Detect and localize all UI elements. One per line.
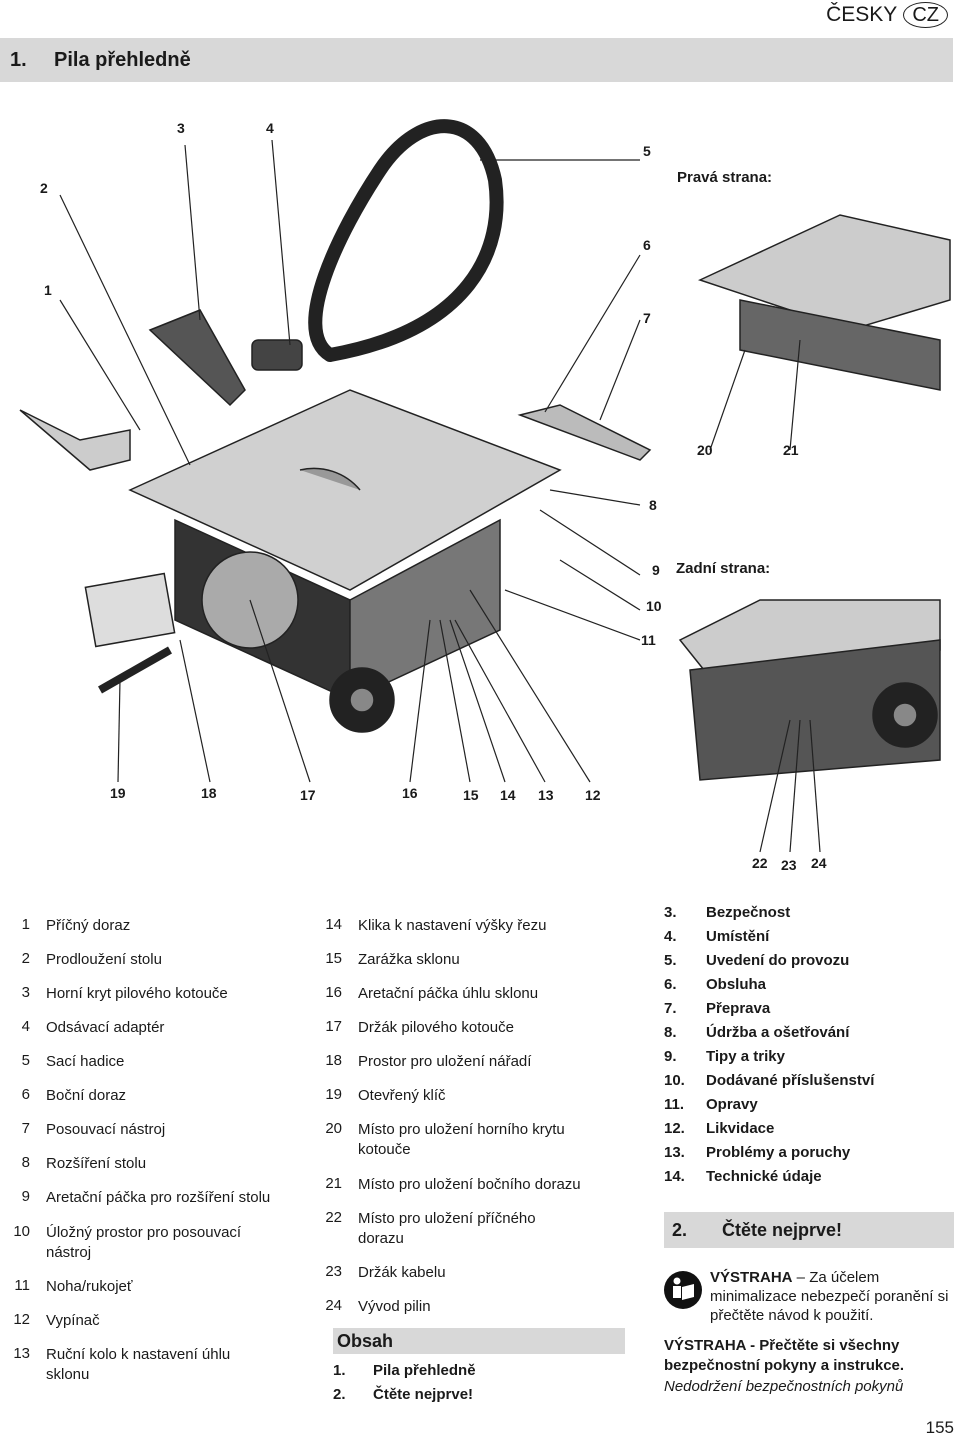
callout-24: 24 xyxy=(811,855,827,871)
language-header: ČESKY CZ xyxy=(826,2,948,28)
callout-23: 23 xyxy=(781,857,797,873)
callout-7: 7 xyxy=(643,310,651,326)
wrench-drawing xyxy=(98,646,172,694)
toc-item[interactable]: 3.Bezpečnost xyxy=(664,904,791,921)
read-first-title-bar: 2. Čtěte nejprve! xyxy=(664,1212,954,1248)
upper-guard-drawing xyxy=(148,309,246,407)
section-number: 1. xyxy=(10,48,27,71)
push-tool-drawing xyxy=(517,404,652,461)
callout-9: 9 xyxy=(652,562,660,578)
rear-view-body xyxy=(689,639,941,781)
saw-overview-figure: 1 2 3 4 5 6 7 8 9 10 11 12 13 14 15 16 1… xyxy=(0,95,960,895)
callout-1: 1 xyxy=(44,282,52,298)
callout-18: 18 xyxy=(201,785,217,801)
toc-item[interactable]: 11.Opravy xyxy=(664,1096,758,1113)
callout-19: 19 xyxy=(110,785,126,801)
toc-item[interactable]: 7.Přeprava xyxy=(664,1000,771,1017)
section-title: Pila přehledně xyxy=(54,48,191,71)
toc-item[interactable]: 13.Problémy a poruchy xyxy=(664,1144,851,1161)
toc-item[interactable]: 1.Pila přehledně xyxy=(333,1362,476,1379)
callout-12: 12 xyxy=(585,787,601,803)
section-title-bar: 1. Pila přehledně xyxy=(0,38,953,82)
right-view-table xyxy=(697,214,951,331)
callout-16: 16 xyxy=(402,785,418,801)
callout-8: 8 xyxy=(649,497,657,513)
rear-side-label: Zadní strana: xyxy=(676,560,771,577)
language-label: ČESKY xyxy=(826,3,898,26)
warning-continued-text: Nedodržení bezpečnostních pokynů xyxy=(664,1378,904,1395)
callout-5: 5 xyxy=(643,143,651,159)
callout-10: 10 xyxy=(646,598,662,614)
saw-table-drawing xyxy=(128,389,562,591)
cross-stop-drawing xyxy=(19,409,131,471)
suction-hose-drawing xyxy=(308,119,504,362)
toc-title: Obsah xyxy=(333,1328,625,1354)
read-first-number: 2. xyxy=(672,1219,688,1240)
language-code-badge: CZ xyxy=(903,2,948,28)
storage-door-drawing xyxy=(84,572,176,648)
toc-item[interactable]: 5.Uvedení do provozu xyxy=(664,952,850,969)
callout-2: 2 xyxy=(40,180,48,196)
read-first-title: Čtěte nejprve! xyxy=(722,1219,843,1240)
suction-adapter-drawing xyxy=(251,339,303,371)
callout-15: 15 xyxy=(463,787,479,803)
callout-17: 17 xyxy=(300,787,316,803)
right-view-body xyxy=(739,299,941,391)
saw-body-side-drawing xyxy=(349,518,501,702)
toc-item[interactable]: 14.Technické údaje xyxy=(664,1168,822,1185)
toc-item[interactable]: 2.Čtěte nejprve! xyxy=(333,1386,474,1403)
callout-3: 3 xyxy=(177,120,185,136)
warning-label: VÝSTRAHA xyxy=(710,1269,793,1286)
callout-20: 20 xyxy=(697,442,713,458)
saw-illustration xyxy=(19,119,951,853)
warning-text: – Za účelem minimalizace nebezpečí poran… xyxy=(710,1269,949,1324)
callout-11: 11 xyxy=(641,632,656,648)
callout-6: 6 xyxy=(643,237,651,253)
callout-4: 4 xyxy=(266,120,274,136)
right-side-label: Pravá strana: xyxy=(677,169,773,186)
warning-paragraph: VÝSTRAHA – Za účelem minimalizace nebezp… xyxy=(710,1268,954,1325)
toc-item[interactable]: 9.Tipy a triky xyxy=(664,1048,785,1065)
toc-item[interactable]: 4.Umístění xyxy=(664,928,770,945)
callout-21: 21 xyxy=(783,442,799,458)
toc-item[interactable]: 6.Obsluha xyxy=(664,976,767,993)
callout-22: 22 xyxy=(752,855,768,871)
page-number: 155 xyxy=(925,1418,954,1437)
toc-item[interactable]: 12.Likvidace xyxy=(664,1120,775,1137)
toc-item[interactable]: 8.Údržba a ošetřování xyxy=(664,1024,850,1041)
toc-item[interactable]: 10.Dodávané příslušenství xyxy=(664,1072,875,1089)
blade-top-drawing xyxy=(299,467,361,491)
warning-safety-instructions: VÝSTRAHA - Přečtěte si všechny bezpečnos… xyxy=(664,1337,905,1374)
read-manual-icon xyxy=(664,1271,702,1309)
callout-14: 14 xyxy=(500,787,516,803)
callout-13: 13 xyxy=(538,787,554,803)
